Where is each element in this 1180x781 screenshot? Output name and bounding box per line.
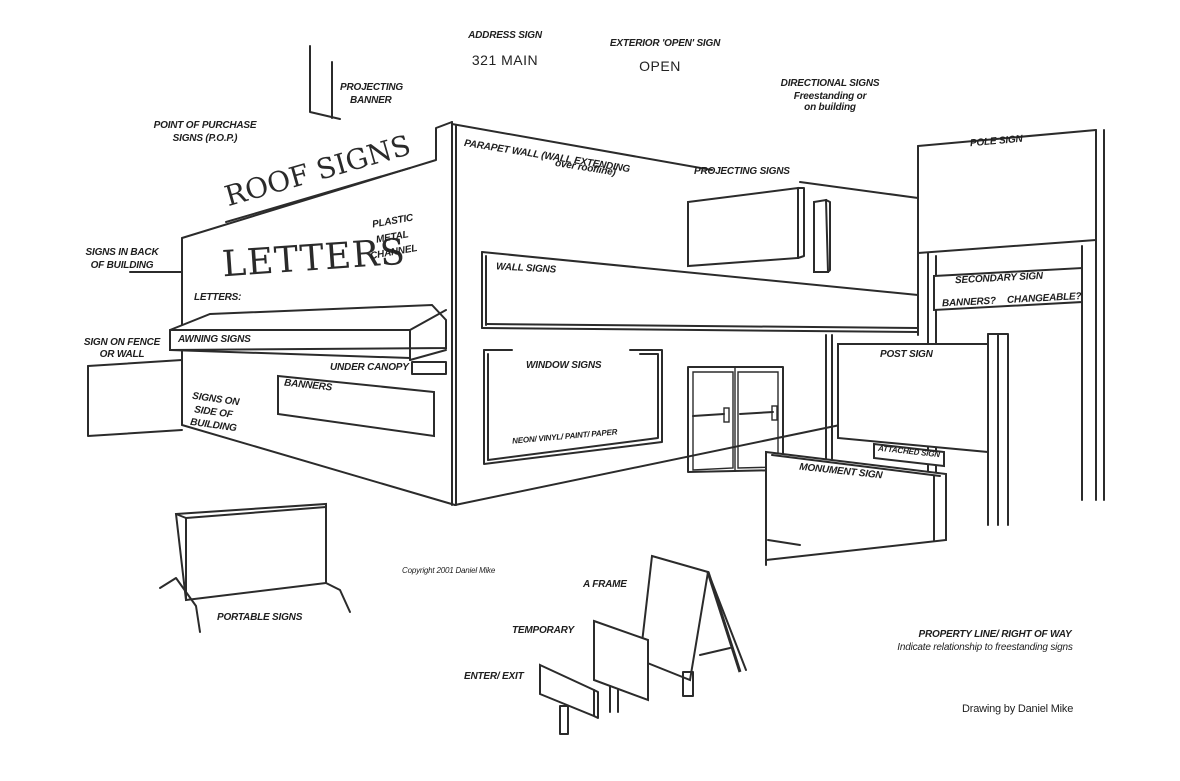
enter-exit-label: ENTER/ EXIT [464,671,524,682]
signs-back-label-1: SIGNS IN BACK [85,247,159,258]
under-canopy-label: UNDER CANOPY [330,362,409,373]
projecting-banner-label-1: PROJECTING [340,82,404,93]
window-signs-label: WINDOW SIGNS [526,360,602,371]
projecting-signs-shapes [687,186,831,273]
property-line-note: Indicate relationship to freestanding si… [897,642,1073,653]
portable-sign-shape [159,502,351,633]
signs-back-label-2: OF BUILDING [90,260,154,271]
copyright-label: Copyright 2001 Daniel Mike [402,566,496,575]
drawing-credit: Drawing by Daniel Mike [962,703,1074,715]
directional-signs-label: DIRECTIONAL SIGNS [780,78,880,89]
directional-sub-1: Freestanding or [793,91,867,102]
a-frame-label: A FRAME [583,579,627,590]
address-sign-label: ADDRESS SIGN [468,30,542,41]
projecting-banner-label-2: BANNER [350,95,392,106]
fence-wall-sign [87,359,183,437]
side-banner [277,374,435,438]
pop-signs-label-1: POINT OF PURCHASE [153,120,257,131]
enter-exit-sign-shape [539,663,599,735]
address-sign-value: 321 MAIN [471,52,539,68]
monument-sign-structure [765,450,947,566]
building-front-face [451,121,919,506]
a-frame-sign-shape [638,554,747,697]
fence-sign-label-2: OR WALL [99,349,145,360]
letters-small-label: LETTERS: [194,292,242,303]
portable-signs-label: PORTABLE SIGNS [217,612,303,623]
property-line-label: PROPERTY LINE/ RIGHT OF WAY [918,629,1072,640]
awning-signs-label: AWNING SIGNS [178,334,251,345]
projecting-banner-pole [309,45,341,120]
post-sign-structure [837,333,1009,526]
temporary-label: TEMPORARY [512,625,574,636]
projecting-signs-label: PROJECTING SIGNS [694,166,790,177]
window-sign-frame [483,349,663,465]
roof-sign-baseline [225,167,411,223]
directional-sub-2: on building [804,102,856,113]
post-sign-label: POST SIGN [880,349,933,360]
open-sign-label: EXTERIOR 'OPEN' SIGN [609,38,721,49]
open-sign-value: OPEN [639,58,681,74]
fence-sign-label-1: SIGN ON FENCE [83,337,161,348]
wall-signs-band [481,251,919,333]
pop-signs-label-2: SIGNS (P.O.P.) [172,133,238,144]
temporary-sign-shape [593,619,649,713]
awning [169,303,447,375]
building-left-wing [129,121,456,506]
